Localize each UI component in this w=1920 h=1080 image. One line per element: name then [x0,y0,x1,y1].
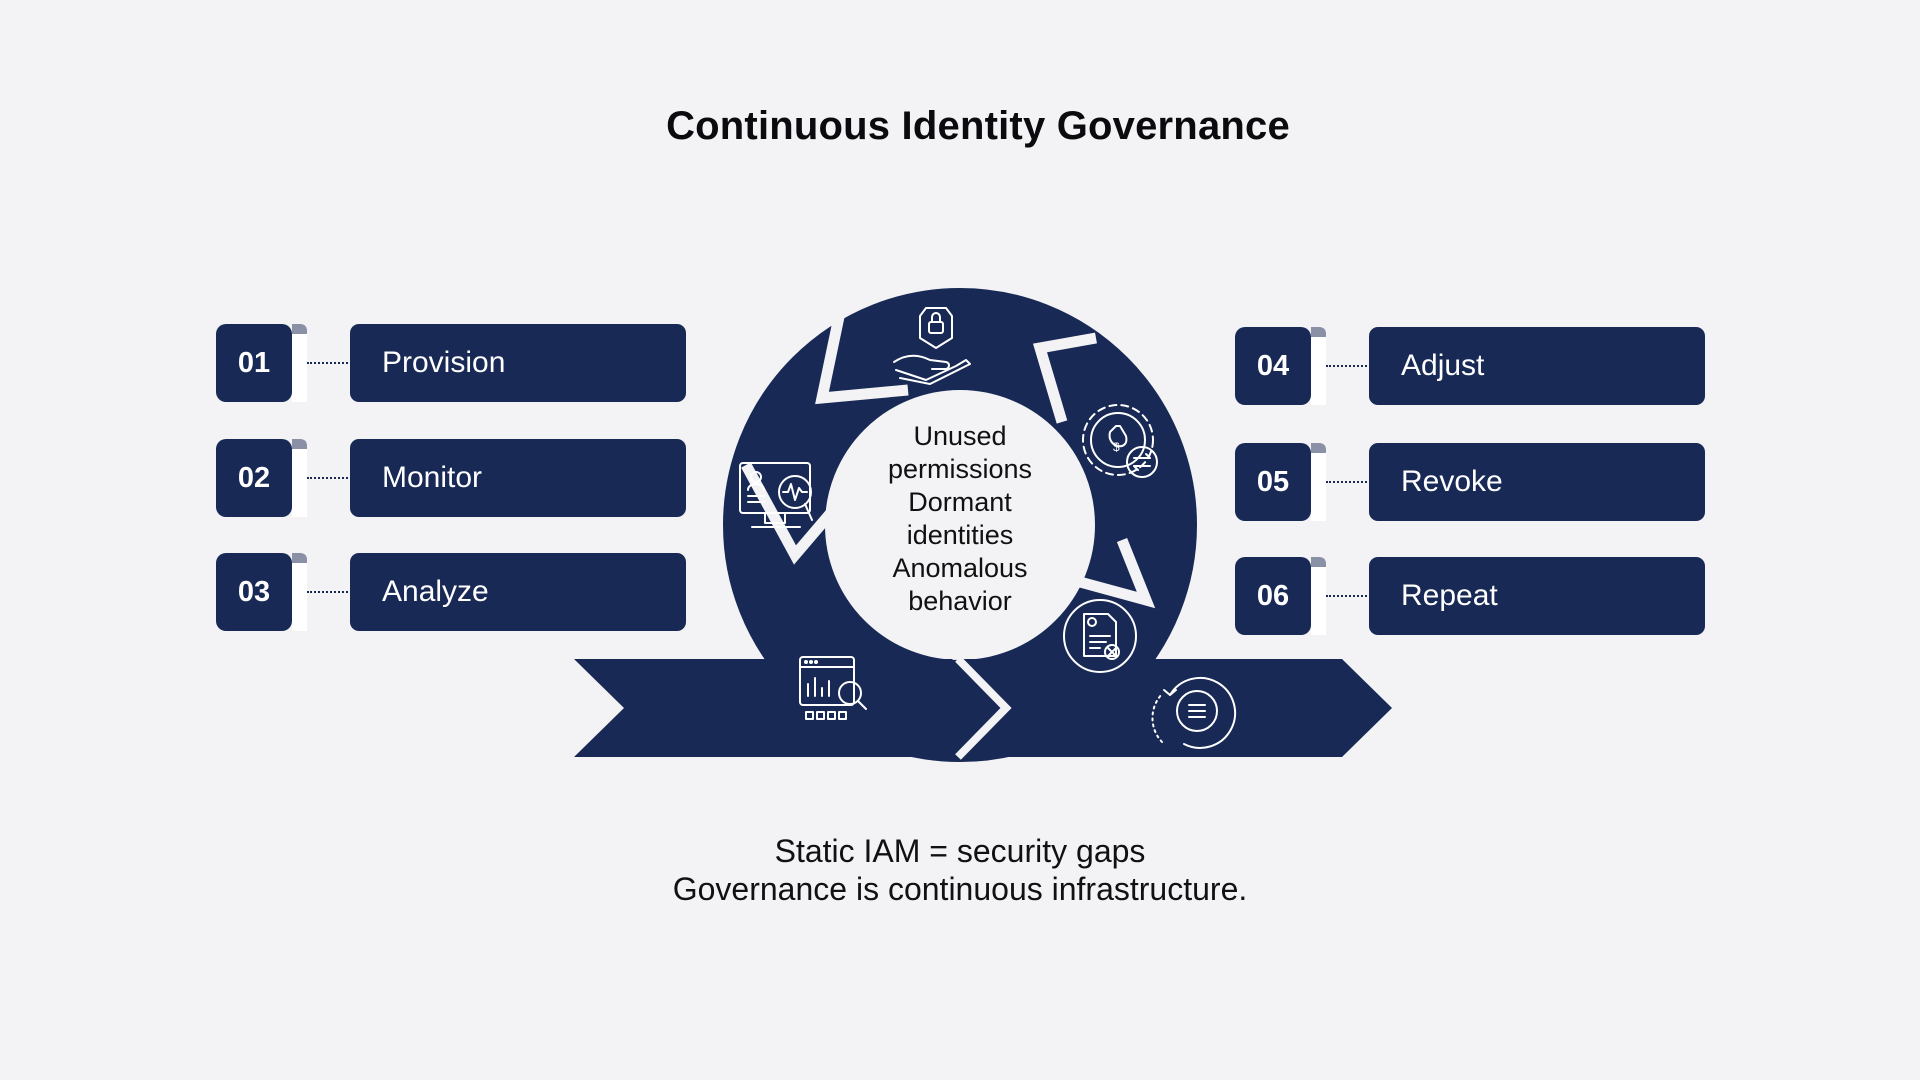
connector-dots [307,591,355,593]
step-analyze: 03 Analyze [216,553,686,631]
step-number: 03 [216,553,292,631]
center-line: behavior [908,586,1012,616]
step-label: Adjust [1369,327,1705,405]
step-tab [292,553,307,631]
step-number: 02 [216,439,292,517]
step-tab [292,324,307,402]
connector-dots [1326,365,1374,367]
connector-dots [1326,481,1374,483]
center-disc [826,391,1094,659]
step-tab [1311,327,1326,405]
center-text: Unused permissions Dormant identities An… [830,420,1090,618]
connector-dots [307,362,355,364]
footer-note: Static IAM = security gaps Governance is… [0,832,1920,908]
step-monitor: 02 Monitor [216,439,686,517]
step-label: Provision [350,324,686,402]
step-adjust: 04 Adjust [1235,327,1705,405]
step-tab [1311,557,1326,635]
bottom-arrow-right [958,659,1392,757]
step-repeat: 06 Repeat [1235,557,1705,635]
refresh-list-icon [1151,676,1237,749]
arrow-notch [955,656,1012,760]
step-label: Analyze [350,553,686,631]
step-provision: 01 Provision [216,324,686,402]
step-number: 06 [1235,557,1311,635]
center-line: Unused [913,421,1007,451]
svg-text:$: $ [1113,440,1120,454]
gear-money-exchange-icon: $ [1082,404,1158,478]
step-label: Revoke [1369,443,1705,521]
center-line: identities [906,520,1014,550]
step-tab [292,439,307,517]
dashboard-search-icon [799,656,867,720]
step-label: Monitor [350,439,686,517]
monitor-analytics-icon [739,462,813,528]
footer-line-2: Governance is continuous infrastructure. [672,871,1248,907]
connector-dots [307,477,355,479]
bottom-arrow-left [574,659,1000,757]
center-line: Dormant [908,487,1012,517]
center-line: permissions [887,454,1033,484]
step-tab [1311,443,1326,521]
page-title: Continuous Identity Governance [666,104,1290,148]
center-line: Anomalous [892,553,1028,583]
connector-dots [1326,595,1374,597]
step-revoke: 05 Revoke [1235,443,1705,521]
step-number: 01 [216,324,292,402]
step-number: 04 [1235,327,1311,405]
step-label: Repeat [1369,557,1705,635]
step-number: 05 [1235,443,1311,521]
footer-line-1: Static IAM = security gaps [774,833,1146,869]
invoice-cancel-icon [1063,599,1137,673]
shield-lock-hand-icon [893,307,971,385]
